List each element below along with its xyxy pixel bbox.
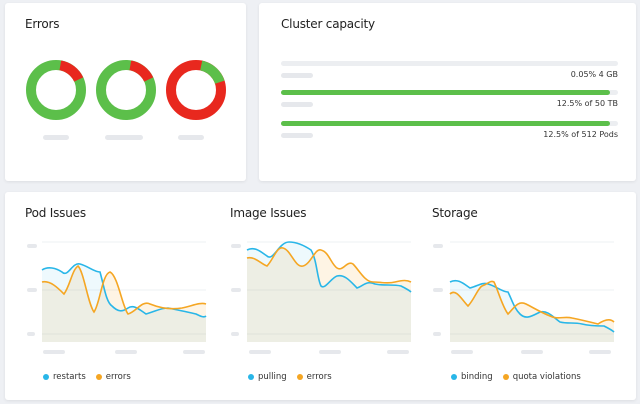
binding-line	[449, 279, 615, 333]
capacity-label-storage: 12.5% of 50 TB	[556, 99, 618, 108]
x-tick-placeholder	[115, 350, 137, 354]
pod-issues-title: Pod Issues	[25, 206, 86, 220]
error-donut-3[interactable]	[165, 59, 227, 121]
capacity-label-memory: 0.05% 4 GB	[570, 70, 618, 79]
x-tick-placeholder	[183, 350, 205, 354]
y-tick-placeholder	[27, 288, 37, 292]
storage-chart[interactable]	[449, 241, 615, 342]
orange-dot-icon	[502, 374, 509, 380]
legend-label: errors	[105, 372, 131, 382]
legend-item-restarts[interactable]: restarts	[43, 372, 86, 382]
y-tick-placeholder	[27, 332, 35, 336]
x-tick-placeholder	[521, 350, 543, 354]
errors-line	[41, 264, 207, 315]
quota-violations-line	[449, 280, 615, 325]
pod-issues-legend: restarts errors	[43, 372, 131, 382]
donut-label-placeholder	[178, 135, 204, 140]
errors-area	[247, 247, 411, 342]
legend-label: pulling	[258, 372, 287, 382]
errors-area	[42, 266, 206, 342]
blue-dot-icon	[248, 374, 254, 380]
orange-dot-icon	[95, 374, 102, 380]
legend-item-binding[interactable]: binding	[451, 372, 493, 382]
pod-issues-chart[interactable]	[41, 241, 207, 342]
donut-label-placeholder	[43, 135, 69, 140]
issues-card: Pod Issues restarts errors Image Issues …	[5, 192, 636, 400]
x-tick-placeholder	[319, 350, 341, 354]
capacity-bar-pods	[281, 121, 618, 126]
image-issues-legend: pulling errors	[248, 372, 332, 382]
binding-area	[450, 280, 614, 342]
y-tick-placeholder	[433, 288, 443, 292]
cluster-capacity-card: Cluster capacity 0.05% 4 GB 12.5% of 50 …	[259, 3, 636, 181]
image-issues-chart[interactable]	[246, 241, 412, 342]
errors-line	[246, 247, 412, 284]
x-tick-placeholder	[249, 350, 271, 354]
error-donut-1[interactable]	[25, 59, 87, 121]
blue-dot-icon	[451, 374, 457, 380]
capacity-label-pods: 12.5% of 512 Pods	[543, 130, 618, 139]
blue-dot-icon	[43, 374, 49, 380]
orange-dot-icon	[296, 374, 303, 380]
errors-card: Errors	[5, 3, 246, 181]
y-tick-placeholder	[433, 332, 441, 336]
x-tick-placeholder	[387, 350, 409, 354]
y-tick-placeholder	[433, 244, 443, 248]
error-donut-2[interactable]	[95, 59, 157, 121]
capacity-label-placeholder	[281, 133, 313, 138]
legend-label: restarts	[53, 372, 86, 382]
y-tick-placeholder	[231, 332, 239, 336]
donut-label-placeholder	[105, 135, 143, 140]
x-tick-placeholder	[589, 350, 611, 354]
legend-item-pulling[interactable]: pulling	[248, 372, 287, 382]
restarts-line	[41, 263, 207, 318]
legend-label: errors	[306, 372, 332, 382]
legend-item-quota-violations[interactable]: quota violations	[502, 372, 581, 382]
legend-item-errors[interactable]: errors	[296, 372, 332, 382]
y-tick-placeholder	[231, 288, 241, 292]
capacity-label-placeholder	[281, 102, 313, 107]
legend-item-errors[interactable]: errors	[95, 372, 131, 382]
pulling-area	[247, 242, 411, 342]
storage-legend: binding quota violations	[451, 372, 581, 382]
capacity-bar-fill	[281, 90, 610, 95]
x-tick-placeholder	[451, 350, 473, 354]
legend-label: binding	[461, 372, 493, 382]
x-tick-placeholder	[43, 350, 65, 354]
capacity-label-placeholder	[281, 73, 313, 78]
quota-violations-area	[450, 281, 614, 342]
storage-title: Storage	[432, 206, 478, 220]
restarts-area	[42, 263, 206, 342]
y-tick-placeholder	[231, 244, 241, 248]
capacity-bar-storage	[281, 90, 618, 95]
legend-label: quota violations	[512, 372, 581, 382]
capacity-bar-fill	[281, 121, 610, 126]
capacity-title: Cluster capacity	[281, 17, 375, 31]
capacity-bar-memory	[281, 61, 618, 66]
errors-title: Errors	[25, 17, 60, 31]
y-tick-placeholder	[27, 244, 37, 248]
image-issues-title: Image Issues	[230, 206, 307, 220]
